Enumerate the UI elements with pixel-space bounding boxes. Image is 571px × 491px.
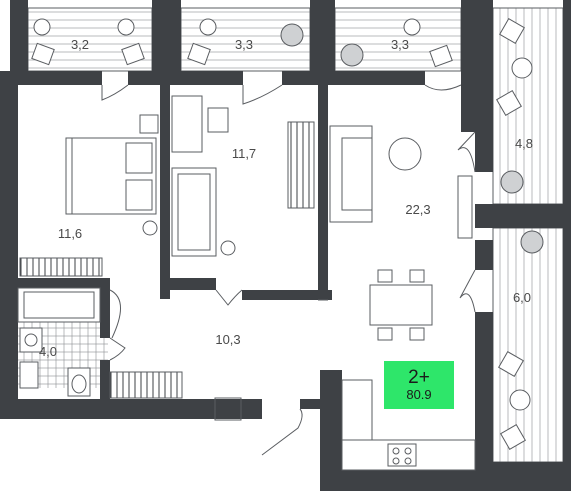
area-study: 11,7 <box>232 146 256 161</box>
apartment-summary-badge: 2+ 80.9 <box>384 361 454 409</box>
area-living-room: 22,3 <box>405 202 430 217</box>
area-loggia-bottom: 6,0 <box>513 290 531 305</box>
doors <box>101 84 476 456</box>
area-loggia-top: 4,8 <box>515 136 533 151</box>
total-area: 80.9 <box>406 387 432 402</box>
area-bathroom: 4,0 <box>39 344 57 359</box>
area-balcony-3: 3,3 <box>391 37 409 52</box>
outdoor-furniture <box>31 18 544 450</box>
area-hallway: 10,3 <box>215 332 240 347</box>
area-labels: 3,2 3,3 3,3 4,8 6,0 11,6 11,7 22,3 4,0 1… <box>39 37 533 359</box>
area-balcony-1: 3,2 <box>71 37 89 52</box>
area-balcony-2: 3,3 <box>235 37 253 52</box>
room-count: 2+ <box>408 367 430 388</box>
area-bedroom: 11,6 <box>58 226 82 241</box>
furniture <box>17 95 476 471</box>
